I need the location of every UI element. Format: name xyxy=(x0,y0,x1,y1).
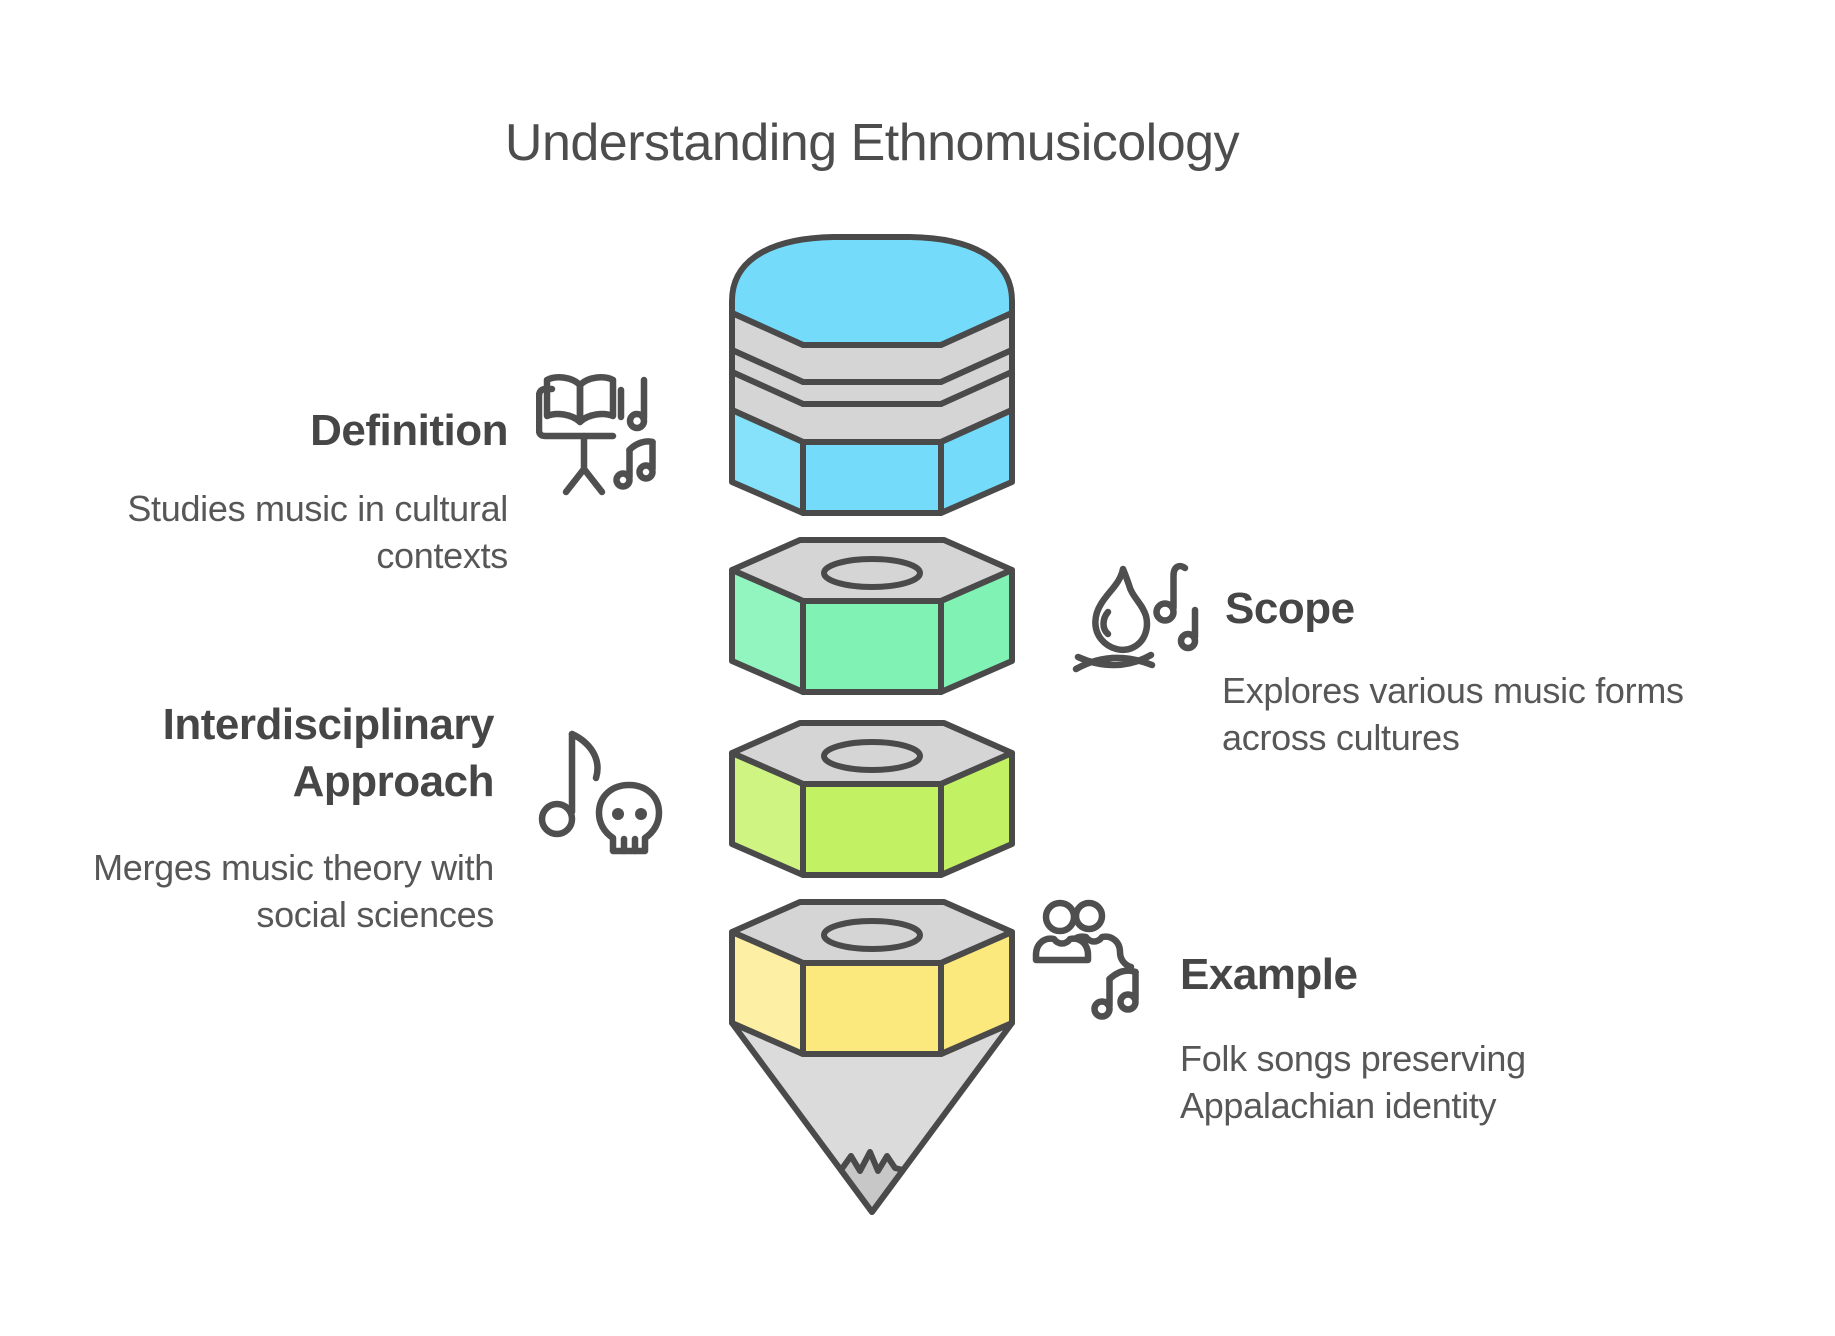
music-note-skull-icon xyxy=(538,730,663,855)
note-head xyxy=(1153,600,1177,624)
segment-right-face xyxy=(938,567,1015,695)
note-flag xyxy=(568,730,601,782)
flame-outline xyxy=(1092,565,1151,653)
log-line xyxy=(1074,651,1155,669)
note-stem xyxy=(1170,562,1189,612)
segment-front-face xyxy=(800,598,944,695)
log-line xyxy=(1072,654,1156,673)
scope-description: Explores various music forms across cult… xyxy=(1222,670,1684,758)
person-head xyxy=(1072,899,1106,933)
pencil-segment-scope xyxy=(729,537,1015,695)
pencil-segment-interdisciplinary xyxy=(729,720,1015,878)
person-head xyxy=(1042,899,1078,935)
scope-heading: Scope xyxy=(1225,584,1355,633)
example-description: Folk songs preserving Appalachian identi… xyxy=(1180,1038,1526,1126)
pencil-ferrule xyxy=(729,310,1015,445)
pencil-segment-example xyxy=(729,899,1015,1057)
note-beam xyxy=(1106,967,1139,983)
stand-tray xyxy=(536,385,617,440)
note-head xyxy=(538,800,576,838)
stand-legs xyxy=(562,465,606,496)
note-head xyxy=(1177,630,1199,652)
flame-inner xyxy=(1100,608,1112,638)
skull-eye xyxy=(612,808,624,820)
book-left-page xyxy=(543,374,584,426)
definition-heading: Definition xyxy=(310,406,508,455)
interdisciplinary-heading: Interdisciplinary Approach xyxy=(162,700,495,807)
interdisciplinary-description: Merges music theory with social sciences xyxy=(93,847,494,935)
segment-hole xyxy=(821,918,923,952)
pencil-shapes xyxy=(729,234,1015,1215)
person-body xyxy=(1032,935,1092,964)
segment-right-face xyxy=(938,407,1015,516)
pencil-segment-definition xyxy=(729,407,1015,516)
pencil-eraser-cap xyxy=(729,234,1015,348)
pencil-diagram xyxy=(729,234,1015,1215)
music-book-stand-icon xyxy=(536,374,656,496)
segment-hole xyxy=(821,739,923,773)
segment-right-face xyxy=(938,750,1015,878)
eraser-dome xyxy=(729,234,1015,348)
book-right-page xyxy=(576,374,617,426)
segment-front-face xyxy=(800,781,944,878)
note-beam xyxy=(626,438,656,454)
people-music-icon xyxy=(1032,899,1139,1020)
segment-hole xyxy=(821,556,923,590)
page-title: Understanding Ethnomusicology xyxy=(504,114,1240,172)
segment-front-face xyxy=(800,439,944,516)
campfire-music-icon xyxy=(1072,562,1199,673)
segment-front-face xyxy=(800,960,944,1057)
segment-right-face xyxy=(938,929,1015,1057)
skull-outline xyxy=(595,781,663,855)
tip-broken-point xyxy=(838,1149,906,1215)
definition-description: Studies music in cultural contexts xyxy=(127,488,508,576)
example-heading: Example xyxy=(1180,950,1358,999)
skull-eye xyxy=(635,808,647,820)
